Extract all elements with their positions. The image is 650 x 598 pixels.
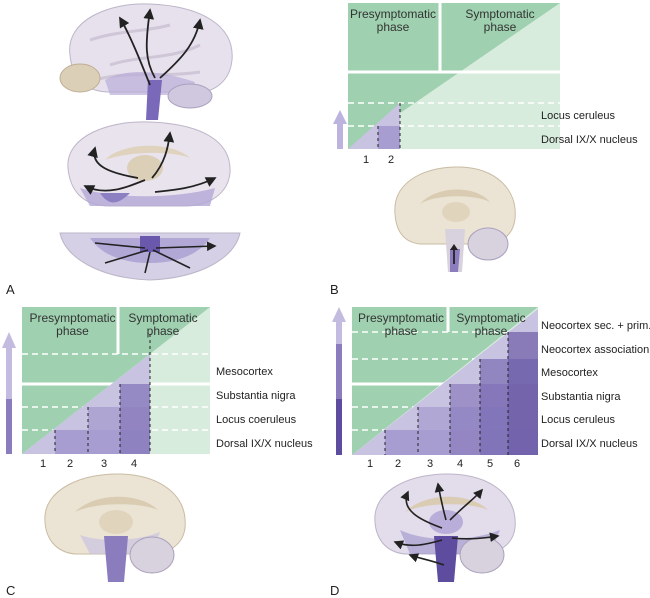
stage-number: 2 <box>67 458 74 470</box>
stage-number: 3 <box>101 458 108 470</box>
row-label: Dorsal IX/X nucleus <box>216 438 313 450</box>
row-label: Neocortex sec. + prim. <box>541 320 650 332</box>
stage-number: 5 <box>487 458 494 470</box>
medial-brain-view <box>67 121 231 207</box>
panel-letter-b: B <box>330 282 339 297</box>
row-label: Locus ceruleus <box>541 110 615 122</box>
stage-number: 1 <box>40 458 47 470</box>
severity-arrow <box>2 332 16 454</box>
row-label: Dorsal IX/X nucleus <box>541 438 638 450</box>
phase-label-symptomatic: Symptomatic phase <box>456 311 526 338</box>
panel-d-brain <box>374 473 516 582</box>
severity-arrow <box>333 110 347 149</box>
stage-number: 6 <box>514 458 521 470</box>
row-label: Substantia nigra <box>541 391 621 403</box>
stage-number: 1 <box>363 154 370 166</box>
phase-label-symptomatic: Symptomatic phase <box>465 7 535 34</box>
panel-c-staging-chart <box>2 307 210 454</box>
row-label: Substantia nigra <box>216 390 296 402</box>
row-label: Locus coeruleus <box>216 414 297 426</box>
phase-label-presymptomatic: Presymptomatic phase <box>349 7 437 34</box>
panel-letter-a: A <box>6 282 15 297</box>
panel-b-staging-chart <box>333 3 560 149</box>
stage-number: 2 <box>388 154 395 166</box>
row-label: Dorsal IX/X nucleus <box>541 134 638 146</box>
row-label: Locus ceruleus <box>541 414 615 426</box>
panel-letter-c: C <box>6 583 16 598</box>
basal-brain-view <box>59 232 241 281</box>
row-label: Mesocortex <box>541 367 598 379</box>
panel-b-brain <box>394 166 516 272</box>
stage-number: 4 <box>131 458 138 470</box>
phase-label-symptomatic: Symptomatic phase <box>128 311 198 338</box>
panel-a-brains <box>59 3 241 281</box>
stage-number: 4 <box>457 458 464 470</box>
panel-letter-d: D <box>330 583 340 598</box>
panel-d-staging-chart <box>332 307 538 455</box>
stage-number: 2 <box>395 458 402 470</box>
lateral-brain-view <box>59 3 233 120</box>
row-label: Mesocortex <box>216 366 273 378</box>
panel-c-brain <box>44 473 186 582</box>
row-label: Neocortex association <box>541 344 650 356</box>
stage-number: 1 <box>367 458 374 470</box>
phase-label-presymptomatic: Presymptomatic phase <box>357 311 445 338</box>
stage-number: 3 <box>427 458 434 470</box>
phase-label-presymptomatic: Presymptomatic phase <box>29 311 116 338</box>
